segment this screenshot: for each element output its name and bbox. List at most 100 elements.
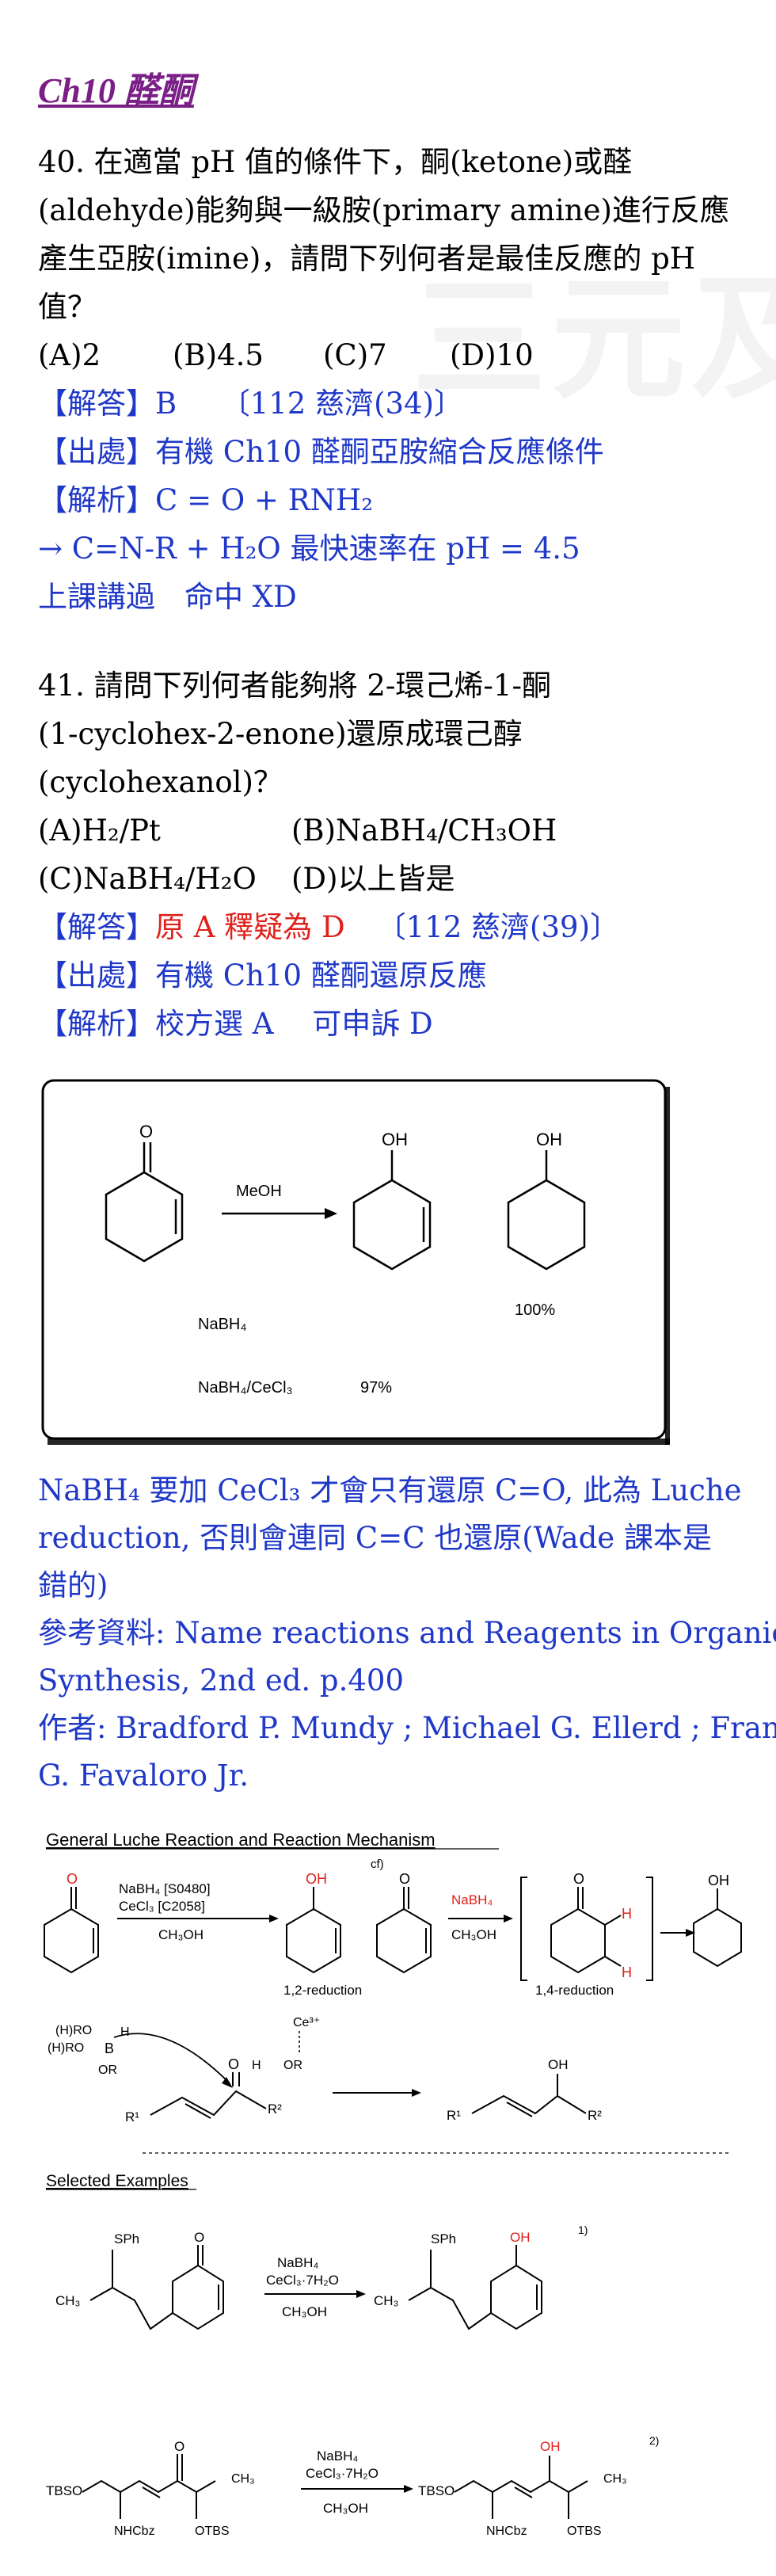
- mech-allylic-oh: OH: [306, 1871, 327, 1887]
- mech-solvent-2: CH₃OH: [451, 1927, 496, 1942]
- q41-option-d: (D)以上皆是: [291, 862, 455, 896]
- ex1-ch3-right: CH₃: [374, 2293, 398, 2308]
- ex2-otbs-left: OTBS: [195, 2525, 230, 2538]
- ex2-reagent-a: NaBH₄: [317, 2448, 358, 2464]
- mech-selected-examples: Selected Examples: [46, 2172, 188, 2190]
- q40-stem-line-2: (aldehyde)能夠與一級胺(primary amine)進行反應: [38, 193, 729, 227]
- ex2-tbso-left: TBSO: [46, 2483, 82, 2498]
- cyclohexenol-oh: OH: [382, 1130, 408, 1149]
- q40-source: 【出處】有機 Ch10 醛酮亞胺縮合反應條件: [38, 435, 604, 469]
- mech-product-chain: [471, 2074, 587, 2117]
- mech-allylic-alcohol: [286, 1887, 341, 1974]
- label-nabh4-cecl3: NaBH₄/CeCl₃: [198, 1379, 293, 1397]
- yield-luche: 97%: [360, 1379, 392, 1397]
- mech-product-oh: OH: [548, 2057, 569, 2072]
- mech-cf: cf): [371, 1858, 384, 1871]
- q41-options-row-1: (A)H₂/Pt(B)NaBH₄/CH₃OH: [38, 814, 557, 848]
- reaction-box-shadow-right: [665, 1087, 670, 1445]
- ex2-ch3-left: CH₃: [231, 2472, 255, 2486]
- q40-option-a: (A)2: [38, 338, 101, 372]
- ex2-ch3-right: CH₃: [603, 2472, 627, 2486]
- mech-cerium: Ce³⁺: [293, 2016, 320, 2029]
- ex2-tbso-right: TBSO: [418, 2483, 455, 2498]
- mech-r2: R²: [268, 2102, 282, 2117]
- reaction-box-border: [41, 1079, 667, 1440]
- mech-b-h: H: [120, 2025, 130, 2039]
- ex2-product-oh: OH: [540, 2439, 561, 2454]
- mech-ro-label-1: (H)RO: [55, 2024, 92, 2037]
- ex1-sph-right: SPh: [431, 2231, 456, 2246]
- mech-enone-1: [44, 1887, 99, 1974]
- ex2-reactant-o: O: [174, 2439, 184, 2454]
- q41-stem-line-3: (cyclohexanol)？: [38, 765, 283, 799]
- mech-cyclohexanone: [550, 1887, 622, 1974]
- mech-carbonyl-o: O: [228, 2056, 239, 2072]
- ex2-nhcbz-right: NHCbz: [486, 2525, 527, 2538]
- cyclohexenol-structure: [352, 1150, 432, 1271]
- mech-h-bond: H: [252, 2059, 261, 2072]
- ex2-nhcbz-left: NHCbz: [114, 2525, 155, 2538]
- mech-enone-2-o: O: [399, 1871, 410, 1887]
- mech-reagent-2: CeCl₃ [C2058]: [119, 1899, 205, 1914]
- ex1-reactant: [89, 2245, 224, 2330]
- q40-analysis: 【解析】C = O + RNH₂: [38, 483, 374, 517]
- mech-enone-2: [376, 1887, 432, 1974]
- ex1-ch3-left: CH₃: [55, 2293, 80, 2308]
- ex1-reagent-b: CeCl₃·7H₂O: [266, 2273, 339, 2288]
- explain-line-3: 錯的): [38, 1568, 108, 1602]
- q40-options: (A)2(B)4.5(C)7(D)10: [38, 338, 534, 372]
- q40-analysis-2: → C=N-R + H₂O 最快速率在 pH = 4.5: [38, 532, 580, 566]
- q40-option-d: (D)10: [450, 338, 534, 372]
- mech-arrow-4-head: [412, 2089, 421, 2097]
- mech-reagent-1: NaBH₄ [S0480]: [119, 1881, 211, 1896]
- q40-option-b: (B)4.5: [173, 338, 264, 372]
- ex1-solvent: CH₃OH: [282, 2304, 327, 2319]
- mech-label-14-reduction: 1,4-reduction: [535, 1983, 614, 1998]
- q41-answer-ref: 〔112 慈濟(39)〕: [376, 910, 620, 944]
- q40-stem-line-1: 40. 在適當 pH 值的條件下，酮(ketone)或醛: [38, 145, 633, 179]
- q41-option-c: (C)NaBH₄/H₂O: [38, 862, 257, 896]
- q41-stem-line-2: (1-cyclohex-2-enone)還原成環己醇: [38, 717, 523, 751]
- mech-or: OR: [98, 2063, 117, 2077]
- ex2-reagent-b: CeCl₃·7H₂O: [306, 2466, 378, 2481]
- reaction-arrow-head: [325, 1208, 337, 1219]
- luche-mechanism-figure: General Luche Reaction and Reaction Mech…: [44, 1830, 742, 2538]
- mech-curved-arrow: [113, 2033, 230, 2084]
- label-nabh4: NaBH₄: [198, 1316, 247, 1333]
- explain-line-1: NaBH₄ 要加 CeCl₃ 才會只有還原 C=O, 此為 Luche: [38, 1473, 742, 1507]
- ex1-product: [408, 2245, 542, 2330]
- q40-stem-line-3: 產生亞胺(imine)，請問下列何者是最佳反應的 pH: [38, 242, 696, 276]
- ex2-solvent: CH₃OH: [323, 2501, 368, 2516]
- explain-line-4: 參考資料: Name reactions and Reagents in Org…: [38, 1616, 776, 1650]
- q41-source: 【出處】有機 Ch10 醛酮還原反應: [38, 958, 487, 993]
- cyclohexanol-structure: [507, 1150, 586, 1271]
- cyclohexenone-o-atom: O: [139, 1122, 153, 1141]
- mech-product-r1: R¹: [447, 2108, 461, 2123]
- ex1-reagent-a: NaBH₄: [277, 2255, 318, 2270]
- mech-cyclohexanol: [693, 1888, 742, 1968]
- ex1-ref: 1): [578, 2224, 588, 2236]
- q41-answer-text: 原 A 釋疑為 D: [155, 910, 345, 944]
- explain-line-6: 作者: Bradford P. Mundy ; Michael G. Eller…: [38, 1711, 776, 1745]
- mech-or-2: OR: [283, 2059, 302, 2072]
- q41-option-a: (A)H₂/Pt: [38, 814, 161, 848]
- ex1-arrow-head: [356, 2290, 366, 2298]
- explain-line-2: reduction, 否則會連同 C=C 也還原(Wade 課本是: [38, 1521, 712, 1555]
- mech-cyclohexanol-oh: OH: [708, 1873, 729, 1888]
- q40-note: 上課講過 命中 XD: [38, 580, 297, 614]
- q41-analysis: 【解析】校方選 A 可申訴 D: [38, 1007, 433, 1041]
- q40-answer: 【解答】B 〔112 慈濟(34)〕: [38, 387, 464, 421]
- cyclohexenone-structure: [105, 1142, 184, 1263]
- ex2-ref: 2): [649, 2434, 659, 2447]
- mech-solvent-1: CH₃OH: [158, 1927, 204, 1942]
- explain-line-7: G. Favaloro Jr.: [38, 1759, 249, 1793]
- mech-h-1: H: [622, 1906, 632, 1922]
- chapter-title: Ch10 醛酮: [38, 71, 194, 110]
- mech-h-2: H: [622, 1964, 632, 1980]
- mech-product-r2: R²: [588, 2108, 602, 2123]
- q41-stem-line-1: 41. 請問下列何者能夠將 2-環己烯-1-酮: [38, 669, 551, 703]
- ex2-product: [454, 2456, 588, 2519]
- ex1-product-oh: OH: [510, 2230, 531, 2245]
- ex1-reactant-o: O: [194, 2230, 204, 2245]
- mech-arrow-2-head: [504, 1915, 513, 1922]
